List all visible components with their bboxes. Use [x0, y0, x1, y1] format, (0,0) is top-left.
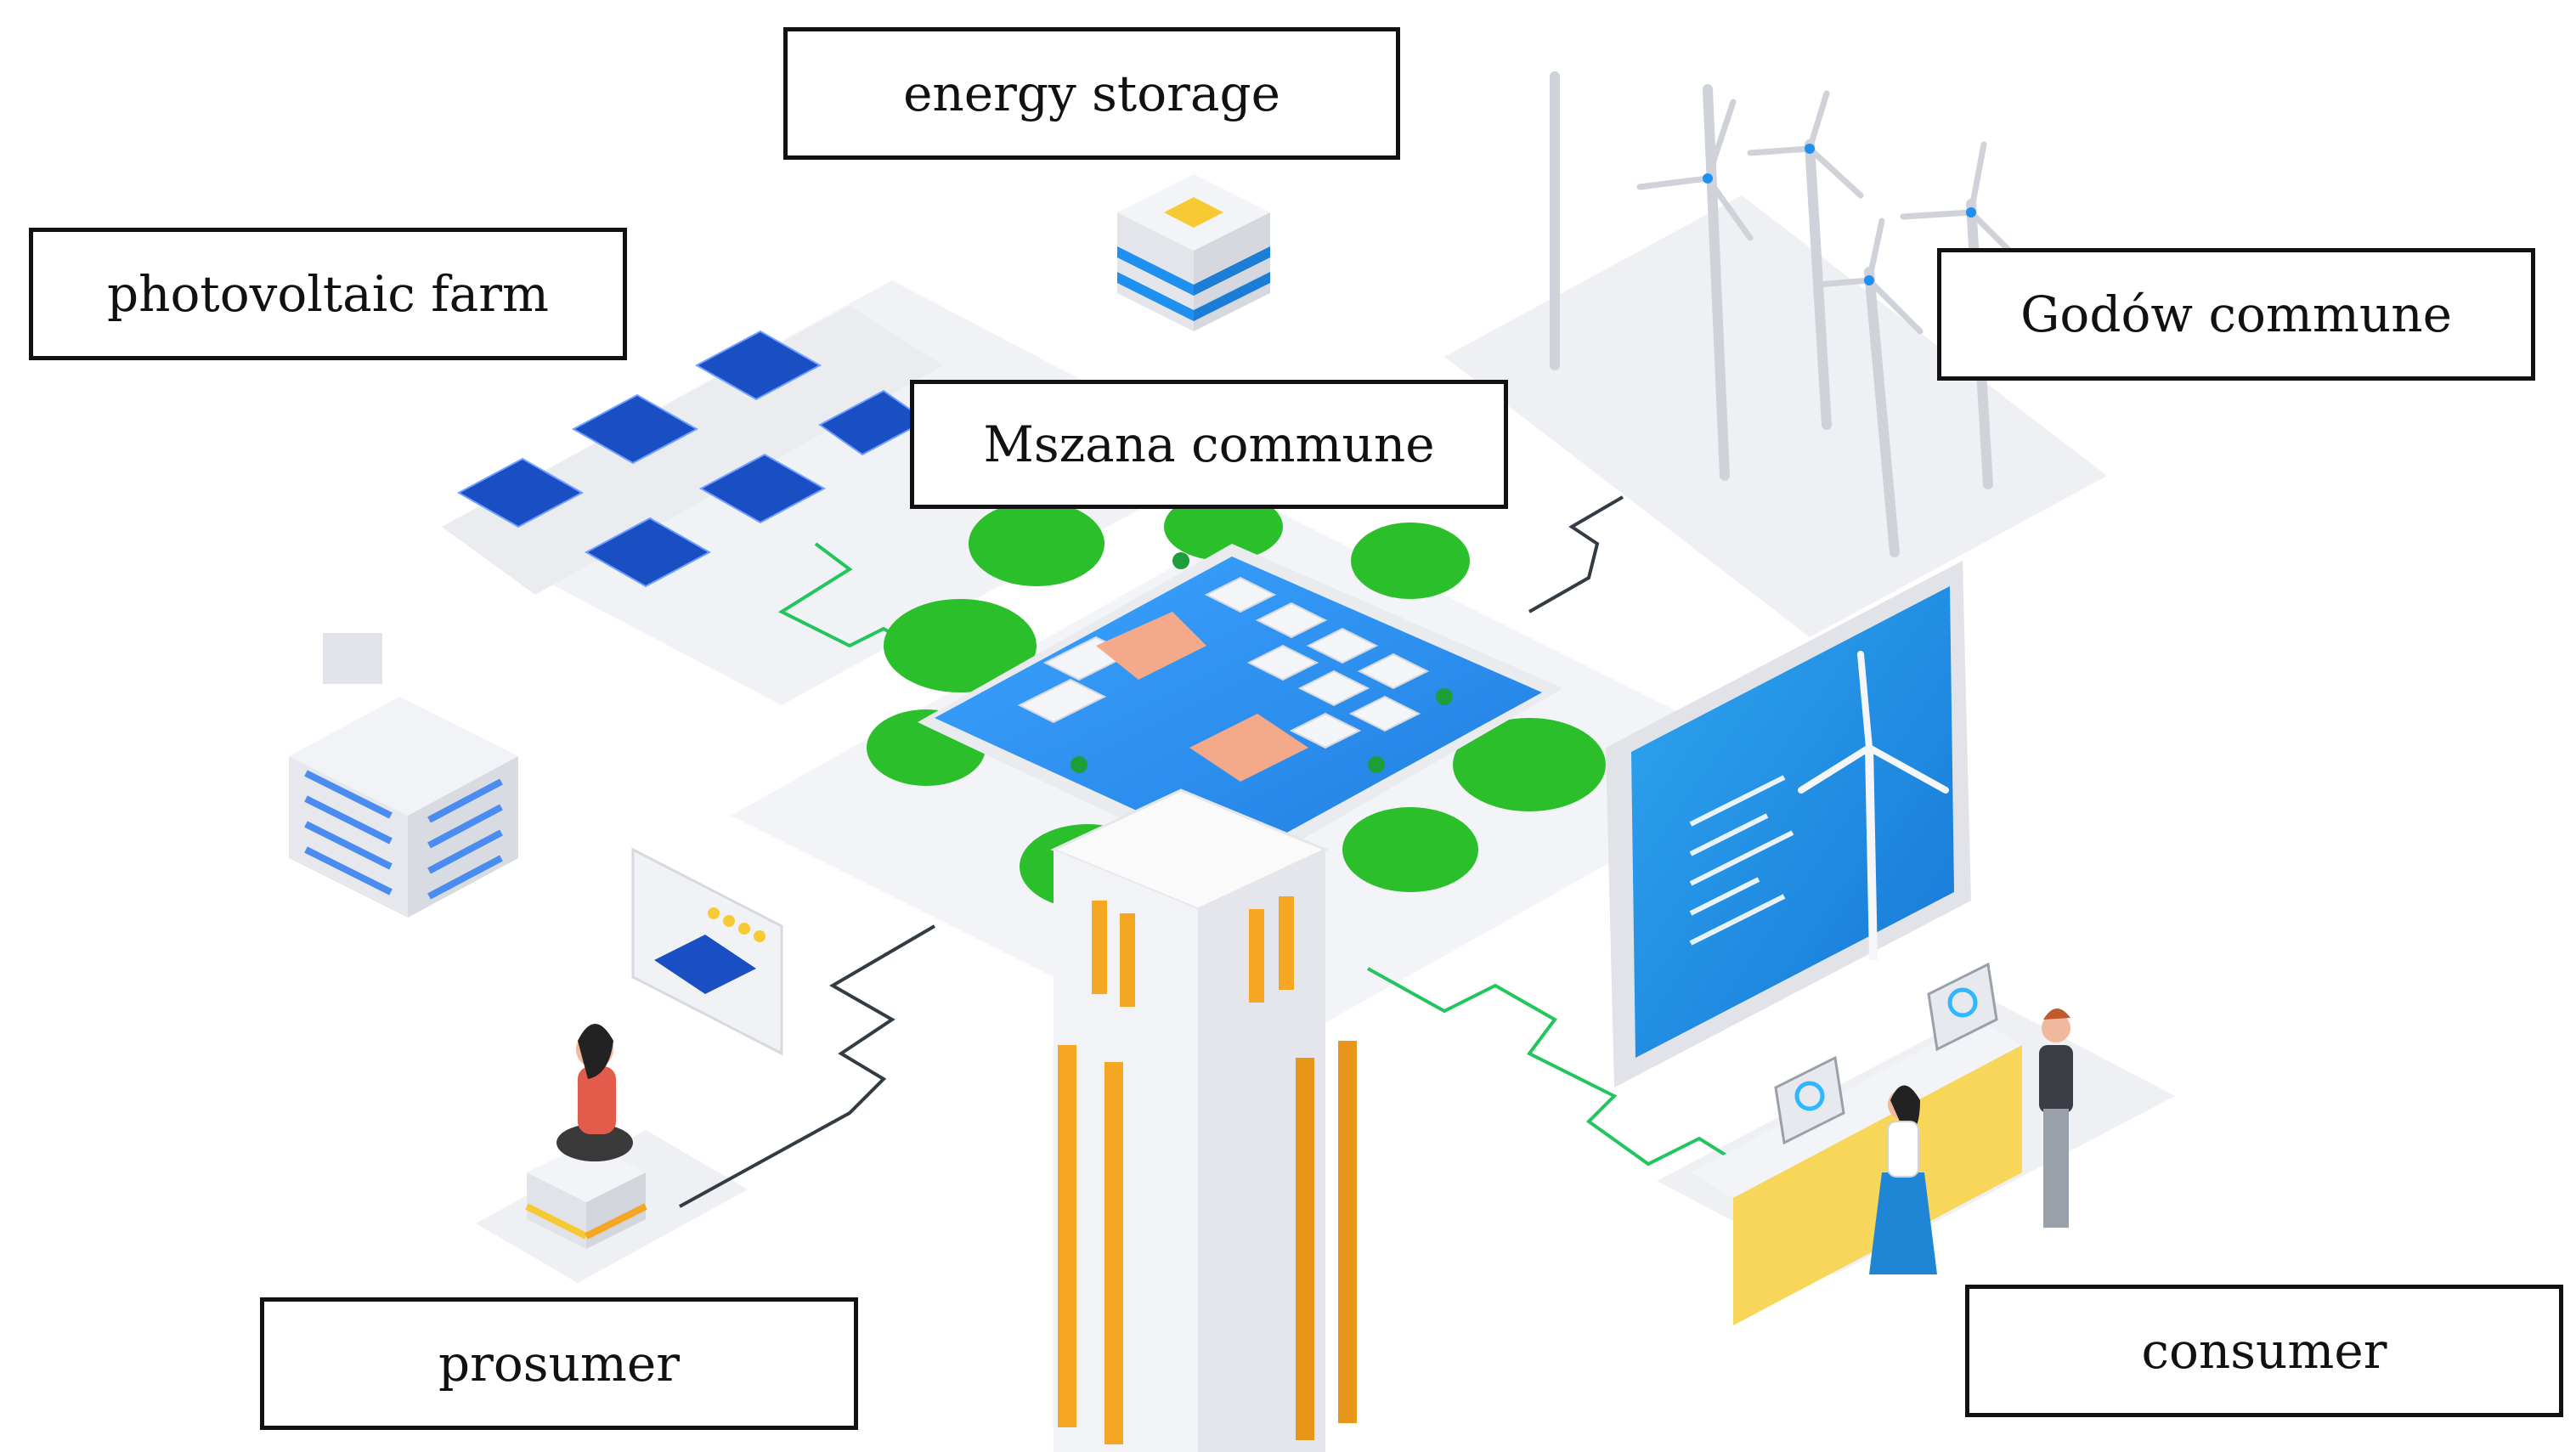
solar-rating-card [631, 847, 783, 1056]
central-city [867, 493, 1606, 909]
connector-prosumer-to-city [679, 924, 936, 1208]
consumer-figures [1869, 1008, 2073, 1274]
label-photovoltaic-farm: photovoltaic farm [29, 228, 627, 360]
office-building [289, 633, 518, 918]
consumer-desk [1691, 962, 2022, 1325]
central-tower [1050, 788, 1357, 1452]
energy-storage-unit [1117, 174, 1270, 331]
label-consumer: consumer [1965, 1285, 2563, 1417]
label-godow-commune: Godów commune [1937, 248, 2535, 381]
label-energy-storage: energy storage [783, 27, 1400, 160]
connector-consumer-to-city [1367, 967, 1769, 1183]
photovoltaic-farm [442, 306, 943, 595]
connector-wind-to-city [1528, 495, 1624, 613]
label-prosumer: prosumer [260, 1297, 858, 1430]
info-screen [1606, 561, 1971, 1088]
prosumer-figure [525, 1024, 647, 1249]
label-mszana-commune: Mszana commune [910, 380, 1508, 509]
